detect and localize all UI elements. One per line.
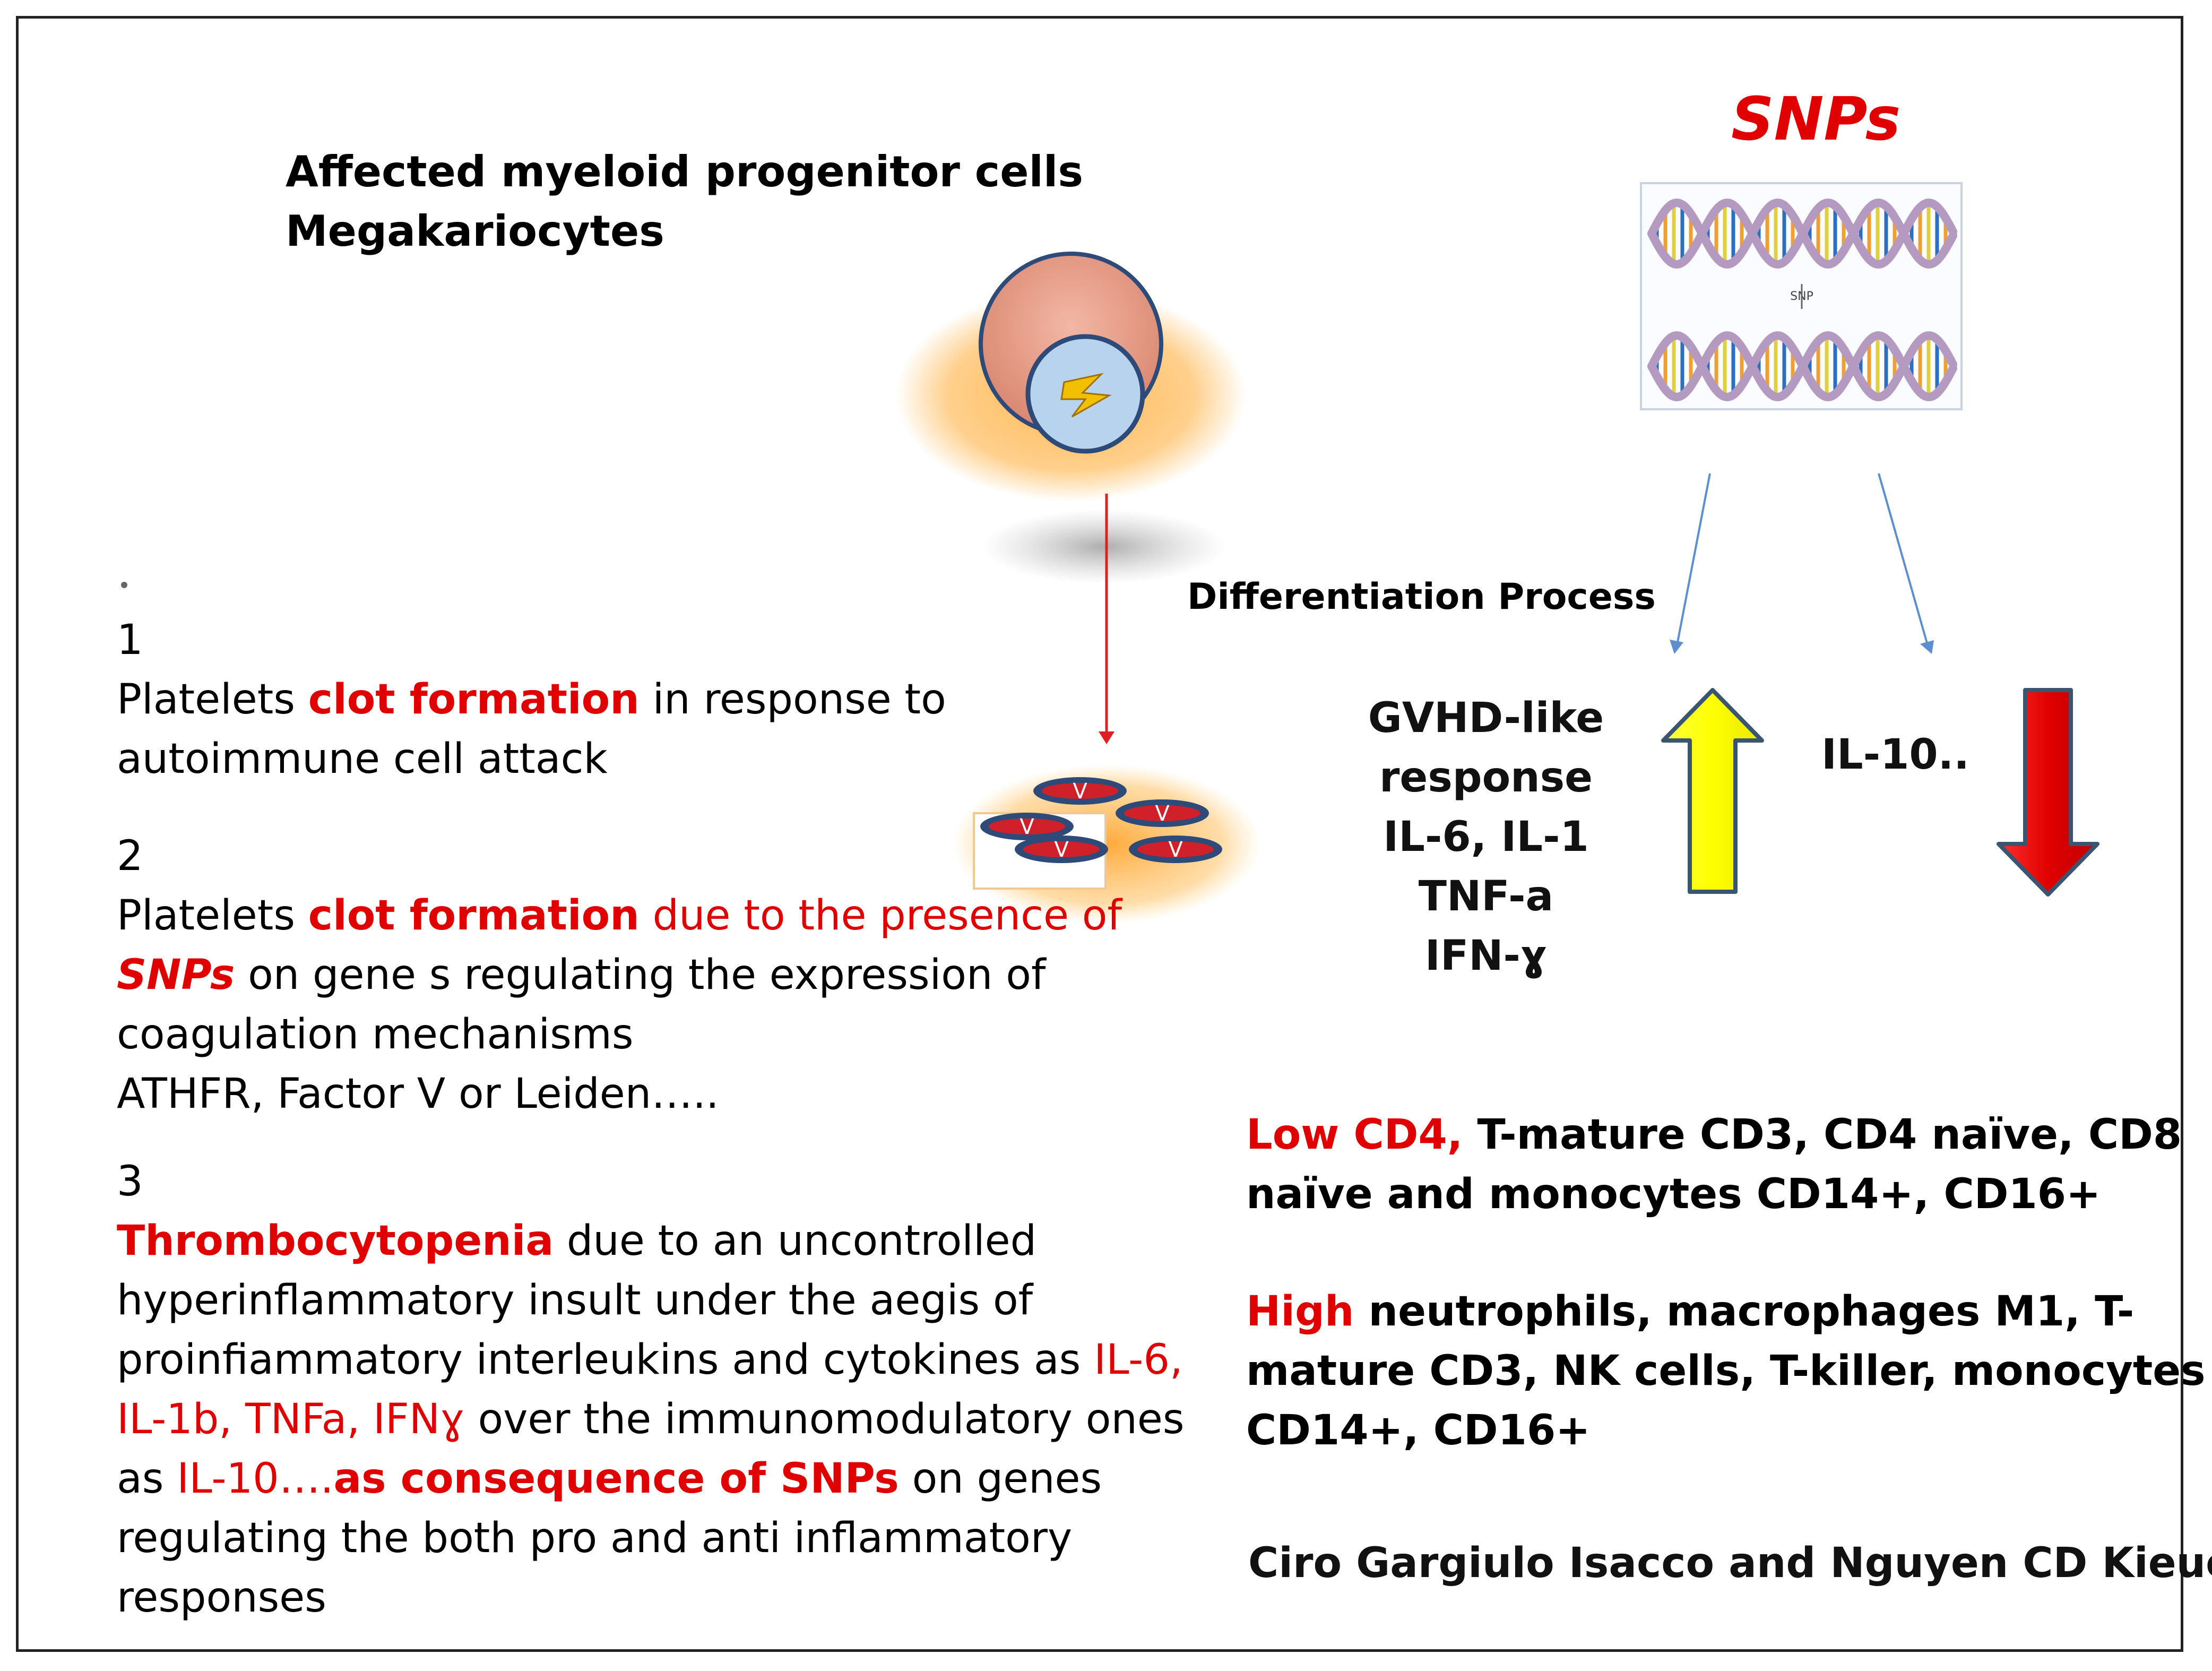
dna-backbone xyxy=(1647,198,1957,269)
point-3-line-3: proinfiammatory interleukins and cytokin… xyxy=(117,1336,1183,1384)
dna-helix-icon xyxy=(1647,198,1957,402)
low-block-line-1: Low CD4, T-mature CD3, CD4 naïve, CD8 xyxy=(1246,1111,2182,1159)
cell-type-heading: Affected myeloid progenitor cells Megaka… xyxy=(286,142,1083,261)
point-2-line-2: SNPs on gene s regulating the expression… xyxy=(117,951,1046,999)
point-3-line-7: responses xyxy=(117,1574,326,1622)
high-block-line-2: mature CD3, NK cells, T-killer, monocyte… xyxy=(1246,1347,2206,1395)
platelet-icon: V xyxy=(1015,836,1108,863)
point-3-line-5: as IL-10….as consequence of SNPs on gene… xyxy=(117,1455,1102,1503)
heading-line-2: Megakariocytes xyxy=(286,206,664,256)
blue-arrow-left xyxy=(1670,473,1711,654)
up-response-line: GVHD-like xyxy=(1368,694,1604,742)
point-2-line-4: ATHFR, Factor V or Leiden….. xyxy=(117,1070,719,1118)
platelet-icon: V xyxy=(1033,777,1127,805)
svg-text:V: V xyxy=(1073,779,1087,804)
progenitor-cell-icon xyxy=(896,252,1246,502)
point-1-line-2: autoimmune cell attack xyxy=(117,735,608,783)
il10-label: IL-10.. xyxy=(1821,731,1969,779)
blue-arrow-right xyxy=(1878,473,1934,654)
red-down-arrow xyxy=(1099,494,1114,744)
high-block-line-3: CD14+, CD16+ xyxy=(1246,1407,1591,1454)
point-2-number: 2 xyxy=(117,832,143,880)
authors-credit: Ciro Gargiulo Isacco and Nguyen CD Kieuc xyxy=(1248,1539,2212,1587)
heading-line-1: Affected myeloid progenitor cells xyxy=(286,147,1083,196)
dna-backbone xyxy=(1647,331,1957,402)
high-block-line-1: High neutrophils, macrophages M1, T- xyxy=(1246,1288,2135,1336)
figure-frame xyxy=(16,16,2183,1652)
low-block-line-2: naïve and monocytes CD14+, CD16+ xyxy=(1246,1170,2101,1218)
differentiation-label: Differentiation Process xyxy=(1187,576,1656,618)
bullet-dot xyxy=(121,582,127,588)
up-response-line: TNF-a xyxy=(1418,873,1554,920)
platelet-icon: V xyxy=(1116,799,1209,827)
svg-text:V: V xyxy=(1019,815,1034,839)
platelet-icon: V xyxy=(980,813,1074,840)
svg-text:V: V xyxy=(1054,838,1069,862)
snps-title: SNPs xyxy=(1731,85,1901,154)
svg-text:V: V xyxy=(1155,802,1170,826)
yellow-up-arrow xyxy=(1661,688,1764,894)
cell-shadow xyxy=(982,510,1226,584)
up-response-line: response xyxy=(1379,754,1593,802)
point-3-line-1: Thrombocytopenia due to an uncontrolled xyxy=(117,1217,1037,1265)
point-3-number: 3 xyxy=(117,1158,143,1205)
point-3-line-4: IL-1b, TNFa, IFNɣ over the immunomodulat… xyxy=(117,1396,1185,1443)
up-response-line: IFN-ɣ xyxy=(1424,932,1548,980)
point-2-line-3: coagulation mechanisms xyxy=(117,1011,634,1058)
point-3-line-6: regulating the both pro and anti inflamm… xyxy=(117,1514,1073,1562)
svg-text:V: V xyxy=(1168,838,1183,862)
point-2-line-1: Platelets clot formation due to the pres… xyxy=(117,892,1122,940)
point-1-number: 1 xyxy=(117,616,143,664)
point-1-line-1: Platelets clot formation in response to xyxy=(117,676,946,723)
red-decrease-arrow xyxy=(1997,688,2099,897)
point-3-line-2: hyperinflammatory insult under the aegis… xyxy=(117,1277,1033,1324)
up-response-line: IL-6, IL-1 xyxy=(1383,813,1589,861)
platelet-icon: V xyxy=(1129,836,1222,863)
